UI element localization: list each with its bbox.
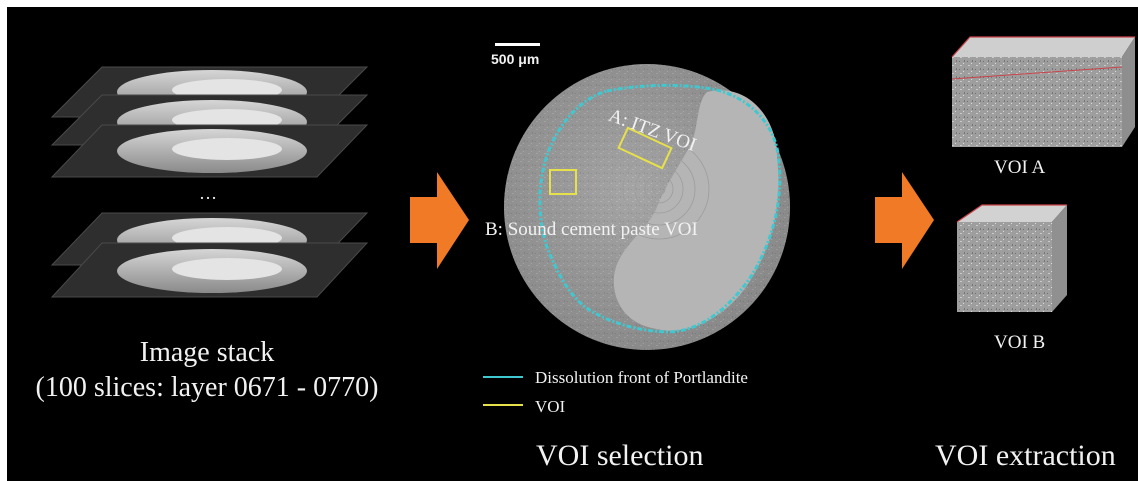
arrow-right-1 <box>410 172 469 269</box>
legend-voi-label: VOI <box>535 397 566 416</box>
figure-graphics <box>50 36 1135 406</box>
stack-caption-range: (100 slices: layer 0671 - 0770) <box>35 372 379 403</box>
aggregate-region <box>613 90 779 331</box>
dissolution-front <box>538 83 782 334</box>
voi-b-cuboid <box>956 204 1067 312</box>
voi-b-box <box>549 169 577 195</box>
slice-3 <box>50 124 369 178</box>
figure: … Image stack (100 slices: layer 0671 - … <box>7 7 1138 481</box>
voi-a-box <box>617 126 673 170</box>
image-stack <box>50 66 369 298</box>
scale-bar-label: 500 μm <box>491 51 540 67</box>
voi-b-caption: VOI B <box>994 332 1046 353</box>
concentric-rings <box>608 138 710 240</box>
arrow-right-2 <box>875 172 934 269</box>
voi-b-label: B: Sound cement paste VOI <box>485 219 698 240</box>
section-title-extraction: VOI extraction <box>935 439 1116 472</box>
stack-caption-title: Image stack <box>139 337 275 368</box>
slice-5 <box>50 242 369 298</box>
stack-ellipsis: … <box>199 183 217 203</box>
scale-bar <box>495 43 540 46</box>
ct-cross-section <box>495 43 790 350</box>
section-title-selection: VOI selection <box>536 439 704 472</box>
voi-a-caption: VOI A <box>994 157 1046 178</box>
voi-a-cuboid <box>951 36 1135 147</box>
legend-dissolution-label: Dissolution front of Portlandite <box>535 368 748 387</box>
